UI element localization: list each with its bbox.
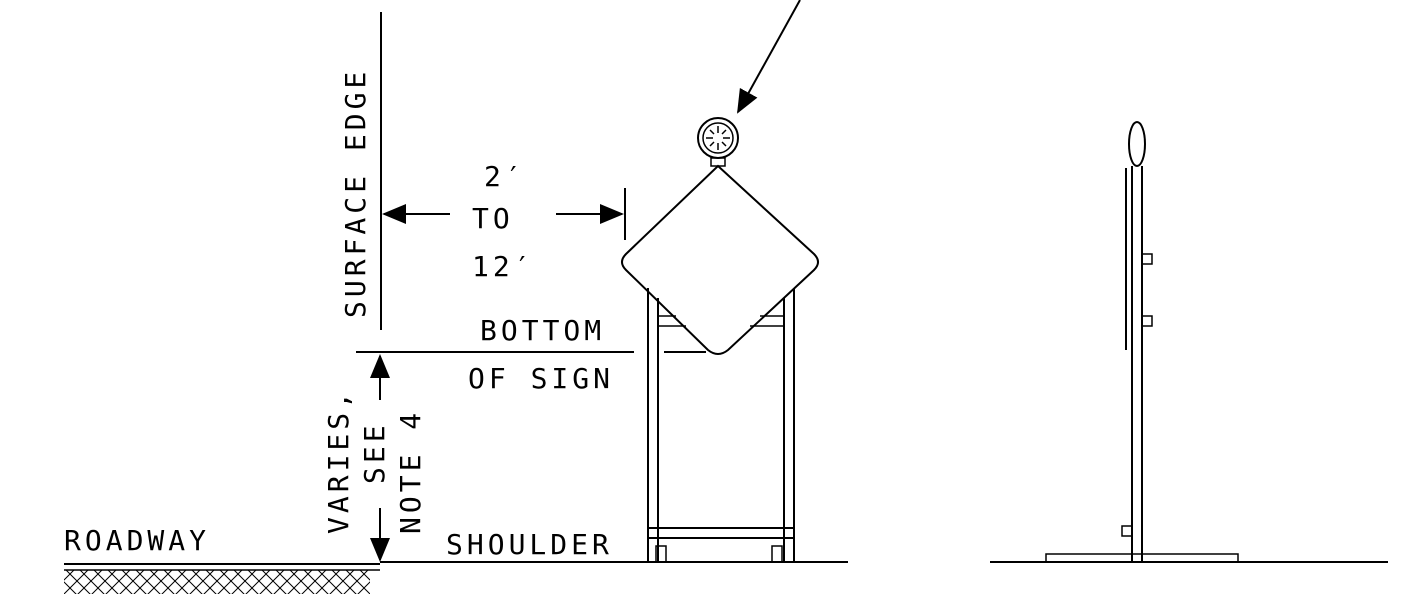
surface-edge-label: SURFACE EDGE — [339, 68, 372, 318]
bottom-of-sign-label-1: BOTTOM — [480, 314, 605, 347]
side-view — [990, 121, 1388, 563]
dimension-text-bottom: 12′ — [472, 250, 535, 283]
roadway-hatching — [64, 570, 370, 594]
diamond-sign — [621, 164, 819, 355]
dimension-text-mid: TO — [472, 202, 514, 235]
sign-stand — [647, 288, 795, 563]
varies-label: VARIES, — [322, 388, 355, 534]
side-bracket-base — [1121, 525, 1133, 537]
warning-light-icon — [697, 117, 739, 167]
note-label: NOTE 4 — [394, 409, 427, 534]
roadway-label: ROADWAY — [64, 524, 210, 557]
side-bracket-lower — [1141, 315, 1153, 327]
side-light-icon — [1128, 121, 1146, 167]
side-bracket-upper — [1141, 253, 1153, 265]
leader-arrow — [737, 0, 801, 114]
bottom-of-sign-label-2: OF SIGN — [468, 362, 614, 395]
shoulder-label: SHOULDER — [446, 528, 613, 561]
front-view: SURFACE EDGE 2′ TO 12′ BOTTOM OF SIGN VA… — [64, 0, 848, 594]
see-label: SEE — [358, 421, 391, 484]
dimension-text-top: 2′ — [484, 160, 526, 193]
